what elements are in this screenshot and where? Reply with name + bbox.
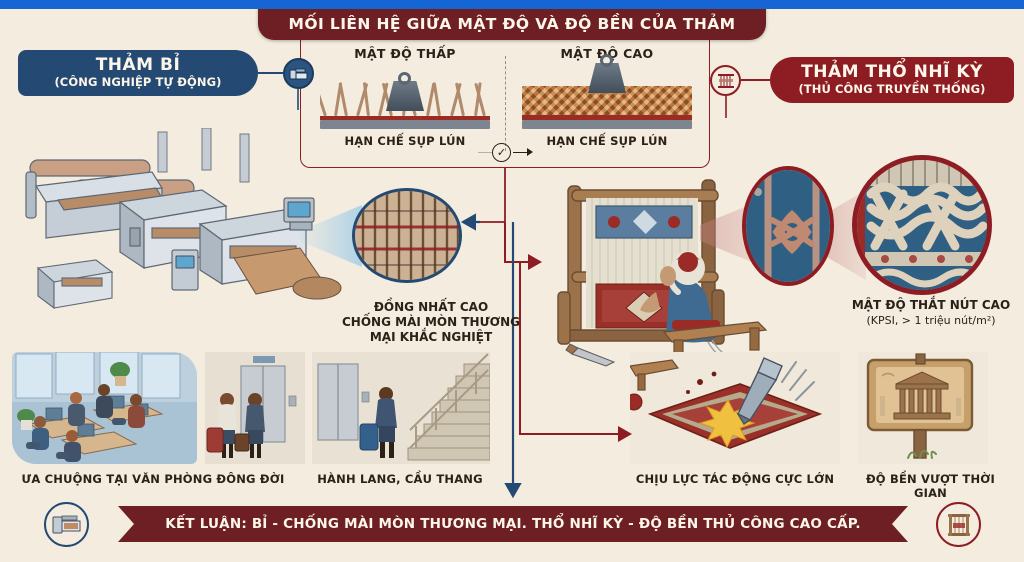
machine-caption-line-3: MẠI KHẮC NGHIỆT bbox=[369, 330, 493, 344]
browser-chrome-strip bbox=[0, 0, 1024, 9]
knot-density-caption: MẬT ĐỘ THẮT NÚT CAO (KPSI, > 1 triệu nút… bbox=[838, 298, 1024, 328]
conclusion-loom-icon bbox=[936, 502, 981, 547]
fiber-detail-circle bbox=[352, 188, 462, 283]
badge-right-subtitle: (THỦ CÔNG TRUYỀN THỐNG) bbox=[798, 81, 986, 96]
knot-density-title: MẬT ĐỘ THẮT NÚT CAO bbox=[851, 298, 1011, 312]
scene-elevator-illustration bbox=[205, 352, 305, 464]
knot-detail-circle-large bbox=[852, 155, 992, 295]
scene-office-illustration bbox=[12, 352, 197, 464]
scene-staircase-caption: HÀNH LANG, CẦU THANG bbox=[317, 472, 483, 486]
machine-caption-line-2: CHỐNG MÀI MÒN THƯƠNG bbox=[342, 315, 520, 329]
low-backing-base bbox=[320, 120, 490, 129]
industrial-weaving-machine-illustration bbox=[12, 128, 352, 313]
scene-office-caption: ƯA CHUỘNG TẠI VĂN PHÒNG ĐÔNG ĐỜI bbox=[21, 472, 285, 486]
density-high-title: MẬT ĐỘ CAO bbox=[560, 46, 654, 61]
scene-monument-caption: ĐỘ BỀN VƯỢT THỜI GIAN bbox=[865, 472, 996, 500]
check-icon: ✓ bbox=[492, 142, 511, 162]
badge-left-title: THẢM BỈ bbox=[95, 55, 181, 76]
machine-caption: ĐỒNG NHẤT CAO CHỐNG MÀI MÒN THƯƠNG MẠI K… bbox=[340, 300, 522, 345]
conclusion-banner: KẾT LUẬN: BỈ - CHỐNG MÀI MÒN THƯƠNG MẠI.… bbox=[118, 506, 908, 542]
dash-line bbox=[478, 151, 492, 153]
high-density-weight-ring bbox=[600, 54, 613, 67]
knot-detail-circle-small bbox=[742, 166, 834, 286]
density-low-result: HẠN CHẾ SỤP LÚN bbox=[344, 134, 466, 148]
panel-divider bbox=[505, 56, 506, 151]
high-backing-base bbox=[522, 120, 692, 129]
badge-right-title: THẢM THỔ NHĨ KỲ bbox=[801, 62, 983, 83]
high-backing-red bbox=[522, 115, 692, 120]
low-density-cross-section bbox=[320, 67, 490, 129]
low-density-weight-ring bbox=[398, 72, 411, 85]
density-comparison-panel: MẬT ĐỘ THẤP HẠN CHẾ SỤP LÚN bbox=[300, 40, 710, 168]
low-density-weight bbox=[386, 81, 424, 111]
density-low-block: MẬT ĐỘ THẤP HẠN CHẾ SỤP LÚN bbox=[307, 46, 503, 148]
high-density-cross-section bbox=[522, 54, 692, 129]
scene-staircase-illustration bbox=[312, 352, 490, 464]
high-density-weight bbox=[588, 63, 626, 93]
density-check-connector: ✓ bbox=[478, 141, 534, 163]
machine-caption-line-1: ĐỒNG NHẤT CAO bbox=[373, 300, 489, 314]
scene-impact-illustration bbox=[630, 352, 840, 464]
density-low-title: MẬT ĐỘ THẤP bbox=[354, 46, 456, 61]
conclusion-text: KẾT LUẬN: BỈ - CHỐNG MÀI MÒN THƯƠNG MẠI.… bbox=[165, 516, 861, 532]
page-title: MỐI LIÊN HỆ GIỮA MẬT ĐỘ VÀ ĐỘ BỀN CỦA TH… bbox=[258, 7, 766, 40]
badge-turkish-carpet[interactable]: THẢM THỔ NHĨ KỲ (THỦ CÔNG TRUYỀN THỐNG) bbox=[770, 57, 1014, 103]
density-high-result: HẠN CHẾ SỤP LÚN bbox=[546, 134, 668, 148]
badge-left-subtitle: (CÔNG NGHIỆP TỰ ĐỘNG) bbox=[54, 74, 222, 89]
page-title-text: MỐI LIÊN HỆ GIỮA MẬT ĐỘ VÀ ĐỘ BỀN CỦA TH… bbox=[288, 14, 736, 33]
arrow-right-icon bbox=[513, 148, 533, 156]
low-backing-red bbox=[320, 116, 490, 120]
scene-monument-illustration bbox=[858, 352, 988, 464]
machine-icon bbox=[283, 58, 314, 89]
loom-icon bbox=[710, 65, 741, 96]
knot-density-subtitle: (KPSI, > 1 triệu nút/m²) bbox=[866, 313, 996, 327]
scene-impact-caption: CHỊU LỰC TÁC ĐỘNG CỰC LỚN bbox=[635, 472, 835, 486]
conclusion-machine-icon bbox=[44, 502, 89, 547]
badge-belgian-carpet[interactable]: THẢM BỈ (CÔNG NGHIỆP TỰ ĐỘNG) bbox=[18, 50, 258, 96]
density-high-block: MẬT ĐỘ CAO HẠN CHẾ SỤP LÚN bbox=[509, 46, 705, 148]
